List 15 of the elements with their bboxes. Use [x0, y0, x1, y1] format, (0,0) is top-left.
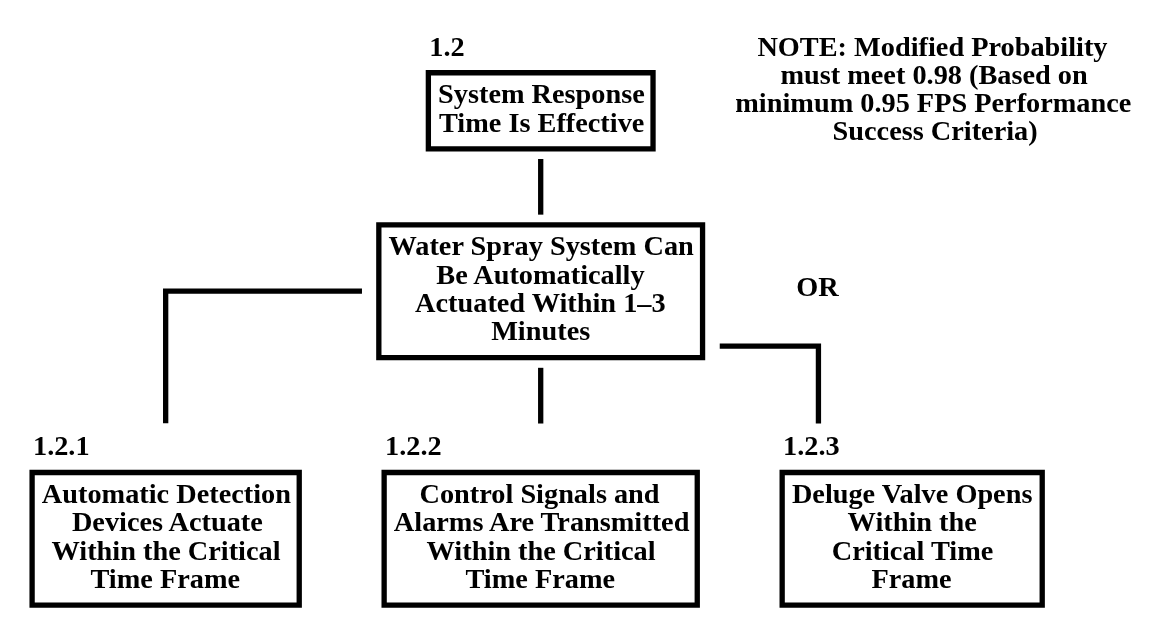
node-label: 1.2.2: [385, 430, 442, 462]
label: OR: [796, 271, 839, 303]
node-label: 1.2: [429, 30, 465, 62]
node-box: Deluge Valve Opens Within the Critical Time Frame: [779, 469, 1045, 608]
node-label: 1.2.3: [783, 430, 840, 462]
node-box: Automatic Detection Devices Actuate Within the Critical Time Frame: [29, 469, 302, 608]
connector: [719, 343, 822, 424]
node-box: Control Signals and Alarms Are Transmitted Within the Critical Time Frame: [381, 469, 700, 608]
node-box: System Response Time Is Effective: [425, 70, 656, 152]
node-box: Water Spray System Can Be Automatically Actuated Within 1–3 Minutes: [376, 222, 706, 361]
node-label: 1.2.1: [32, 430, 90, 462]
label: NOTE: Modified Probability must meet 0.98 (Based on minimum 0.95 FPS Performance Success Criteria): [735, 30, 1132, 147]
connector: [163, 288, 362, 424]
connector: [538, 367, 544, 424]
connector: [538, 159, 544, 215]
